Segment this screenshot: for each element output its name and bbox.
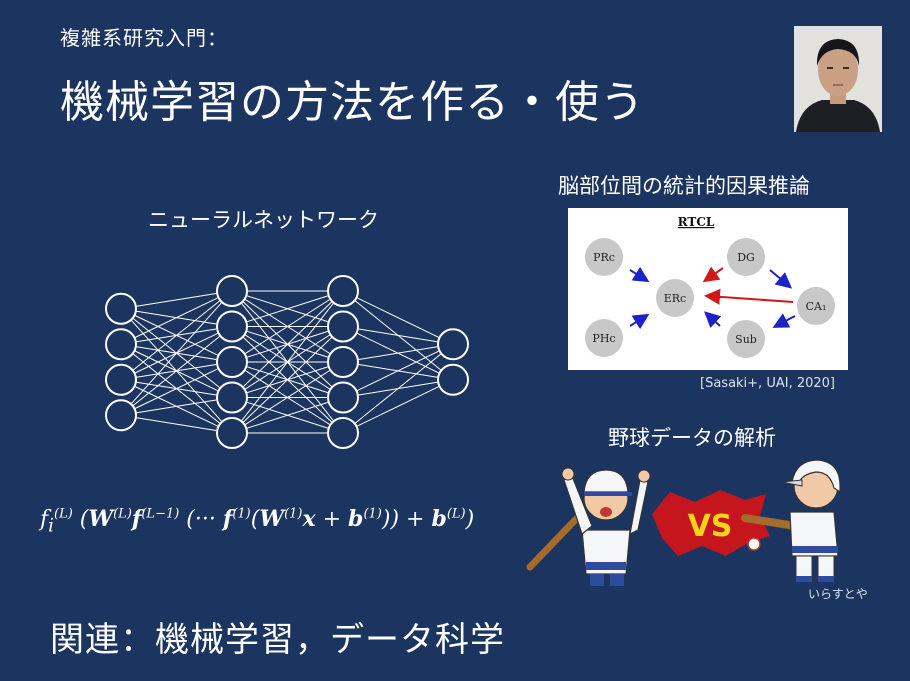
formula-L1: (L) [54, 506, 73, 522]
node-dg: DG [737, 251, 755, 264]
nn-node [105, 328, 137, 361]
causal-diagram: RTCL PRc DG ERc CA₁ PHc Sub [568, 208, 848, 370]
nn-edge [135, 293, 217, 307]
nn-edge [357, 328, 438, 343]
formula-dots: ··· [194, 507, 216, 532]
nn-node [105, 292, 137, 325]
nn-edge [244, 299, 330, 355]
neural-network-label: ニューラルネットワーク [148, 208, 379, 232]
baseball-illustration: VS [526, 459, 841, 586]
formula-i: i [48, 515, 55, 537]
nn-edge [134, 368, 218, 410]
nn-node [327, 310, 359, 343]
nn-edge [356, 386, 439, 427]
nn-node [216, 310, 248, 343]
formula-one3: (1) [363, 506, 382, 522]
nn-node [105, 399, 137, 432]
nn-edge [135, 417, 217, 431]
nn-node [327, 417, 359, 449]
vs-badge-icon: VS [652, 490, 770, 556]
nn-node [327, 381, 359, 414]
formula-L2: (L) [113, 506, 132, 522]
nn-node [327, 275, 359, 307]
nn-edge [240, 303, 334, 422]
nn-edge [130, 302, 222, 405]
rtcl-title: RTCL [678, 215, 715, 229]
nn-edge [242, 301, 332, 388]
related-topics: 関連：機械学習，データ科学 [50, 620, 505, 660]
slide-title: 機械学習の方法を作る・使う [60, 77, 645, 128]
formula-b2: b [431, 506, 447, 532]
nn-edge [244, 370, 330, 426]
formula-b: b [348, 506, 364, 532]
neural-network-diagram [105, 275, 469, 449]
cheering-player-icon [526, 467, 651, 586]
nn-edge [356, 350, 439, 392]
formula-fb2: f [222, 506, 233, 532]
vs-text: VS [688, 509, 733, 544]
baseball-label: 野球データの解析 [608, 426, 776, 450]
nn-edge [135, 399, 217, 414]
nn-node [216, 417, 248, 449]
node-prc: PRc [593, 251, 615, 264]
presenter-photo [794, 26, 882, 132]
formula-one1: (1) [232, 506, 251, 522]
nn-node [327, 346, 359, 378]
formula-L3: (L) [446, 506, 466, 522]
nn-edge [134, 297, 218, 339]
node-ca1: CA₁ [806, 300, 827, 313]
nn-edge [132, 336, 220, 407]
formula-one2: (1) [284, 506, 303, 522]
nn-edge [246, 401, 328, 429]
node-phc: PHc [592, 332, 615, 345]
slide-subtitle: 複雑系研究入門： [60, 26, 228, 50]
illustration-credit: いらすとや [808, 587, 868, 601]
nn-node [216, 346, 248, 378]
batter-player-icon [741, 459, 841, 582]
node-erc: ERc [664, 292, 686, 305]
formula-x: x [302, 506, 316, 532]
nn-edge [357, 346, 438, 361]
causal-inference-label: 脳部位間の統計的因果推論 [558, 174, 810, 198]
nn-node [216, 381, 248, 414]
nn-edge [132, 300, 220, 371]
node-sub: Sub [735, 333, 757, 346]
formula-W: W [88, 506, 114, 532]
formula-fb: f [131, 506, 142, 532]
nn-node [216, 275, 248, 307]
nn-edge [354, 353, 441, 424]
formula-f: f [40, 507, 49, 532]
nn-edge [246, 295, 328, 323]
nn-edge [356, 297, 439, 338]
nn-node [437, 363, 469, 396]
formula: fi(L) (W(L)f(L−1) (··· f(1)(W(1)x + b(1)… [40, 506, 475, 537]
formula-W2: W [259, 506, 285, 532]
citation: [Sasaki+, UAI, 2020] [700, 376, 835, 391]
nn-node [105, 363, 137, 396]
formula-Lm1: (L−1) [141, 506, 180, 522]
nn-edge [242, 337, 332, 423]
nn-node [437, 328, 469, 361]
